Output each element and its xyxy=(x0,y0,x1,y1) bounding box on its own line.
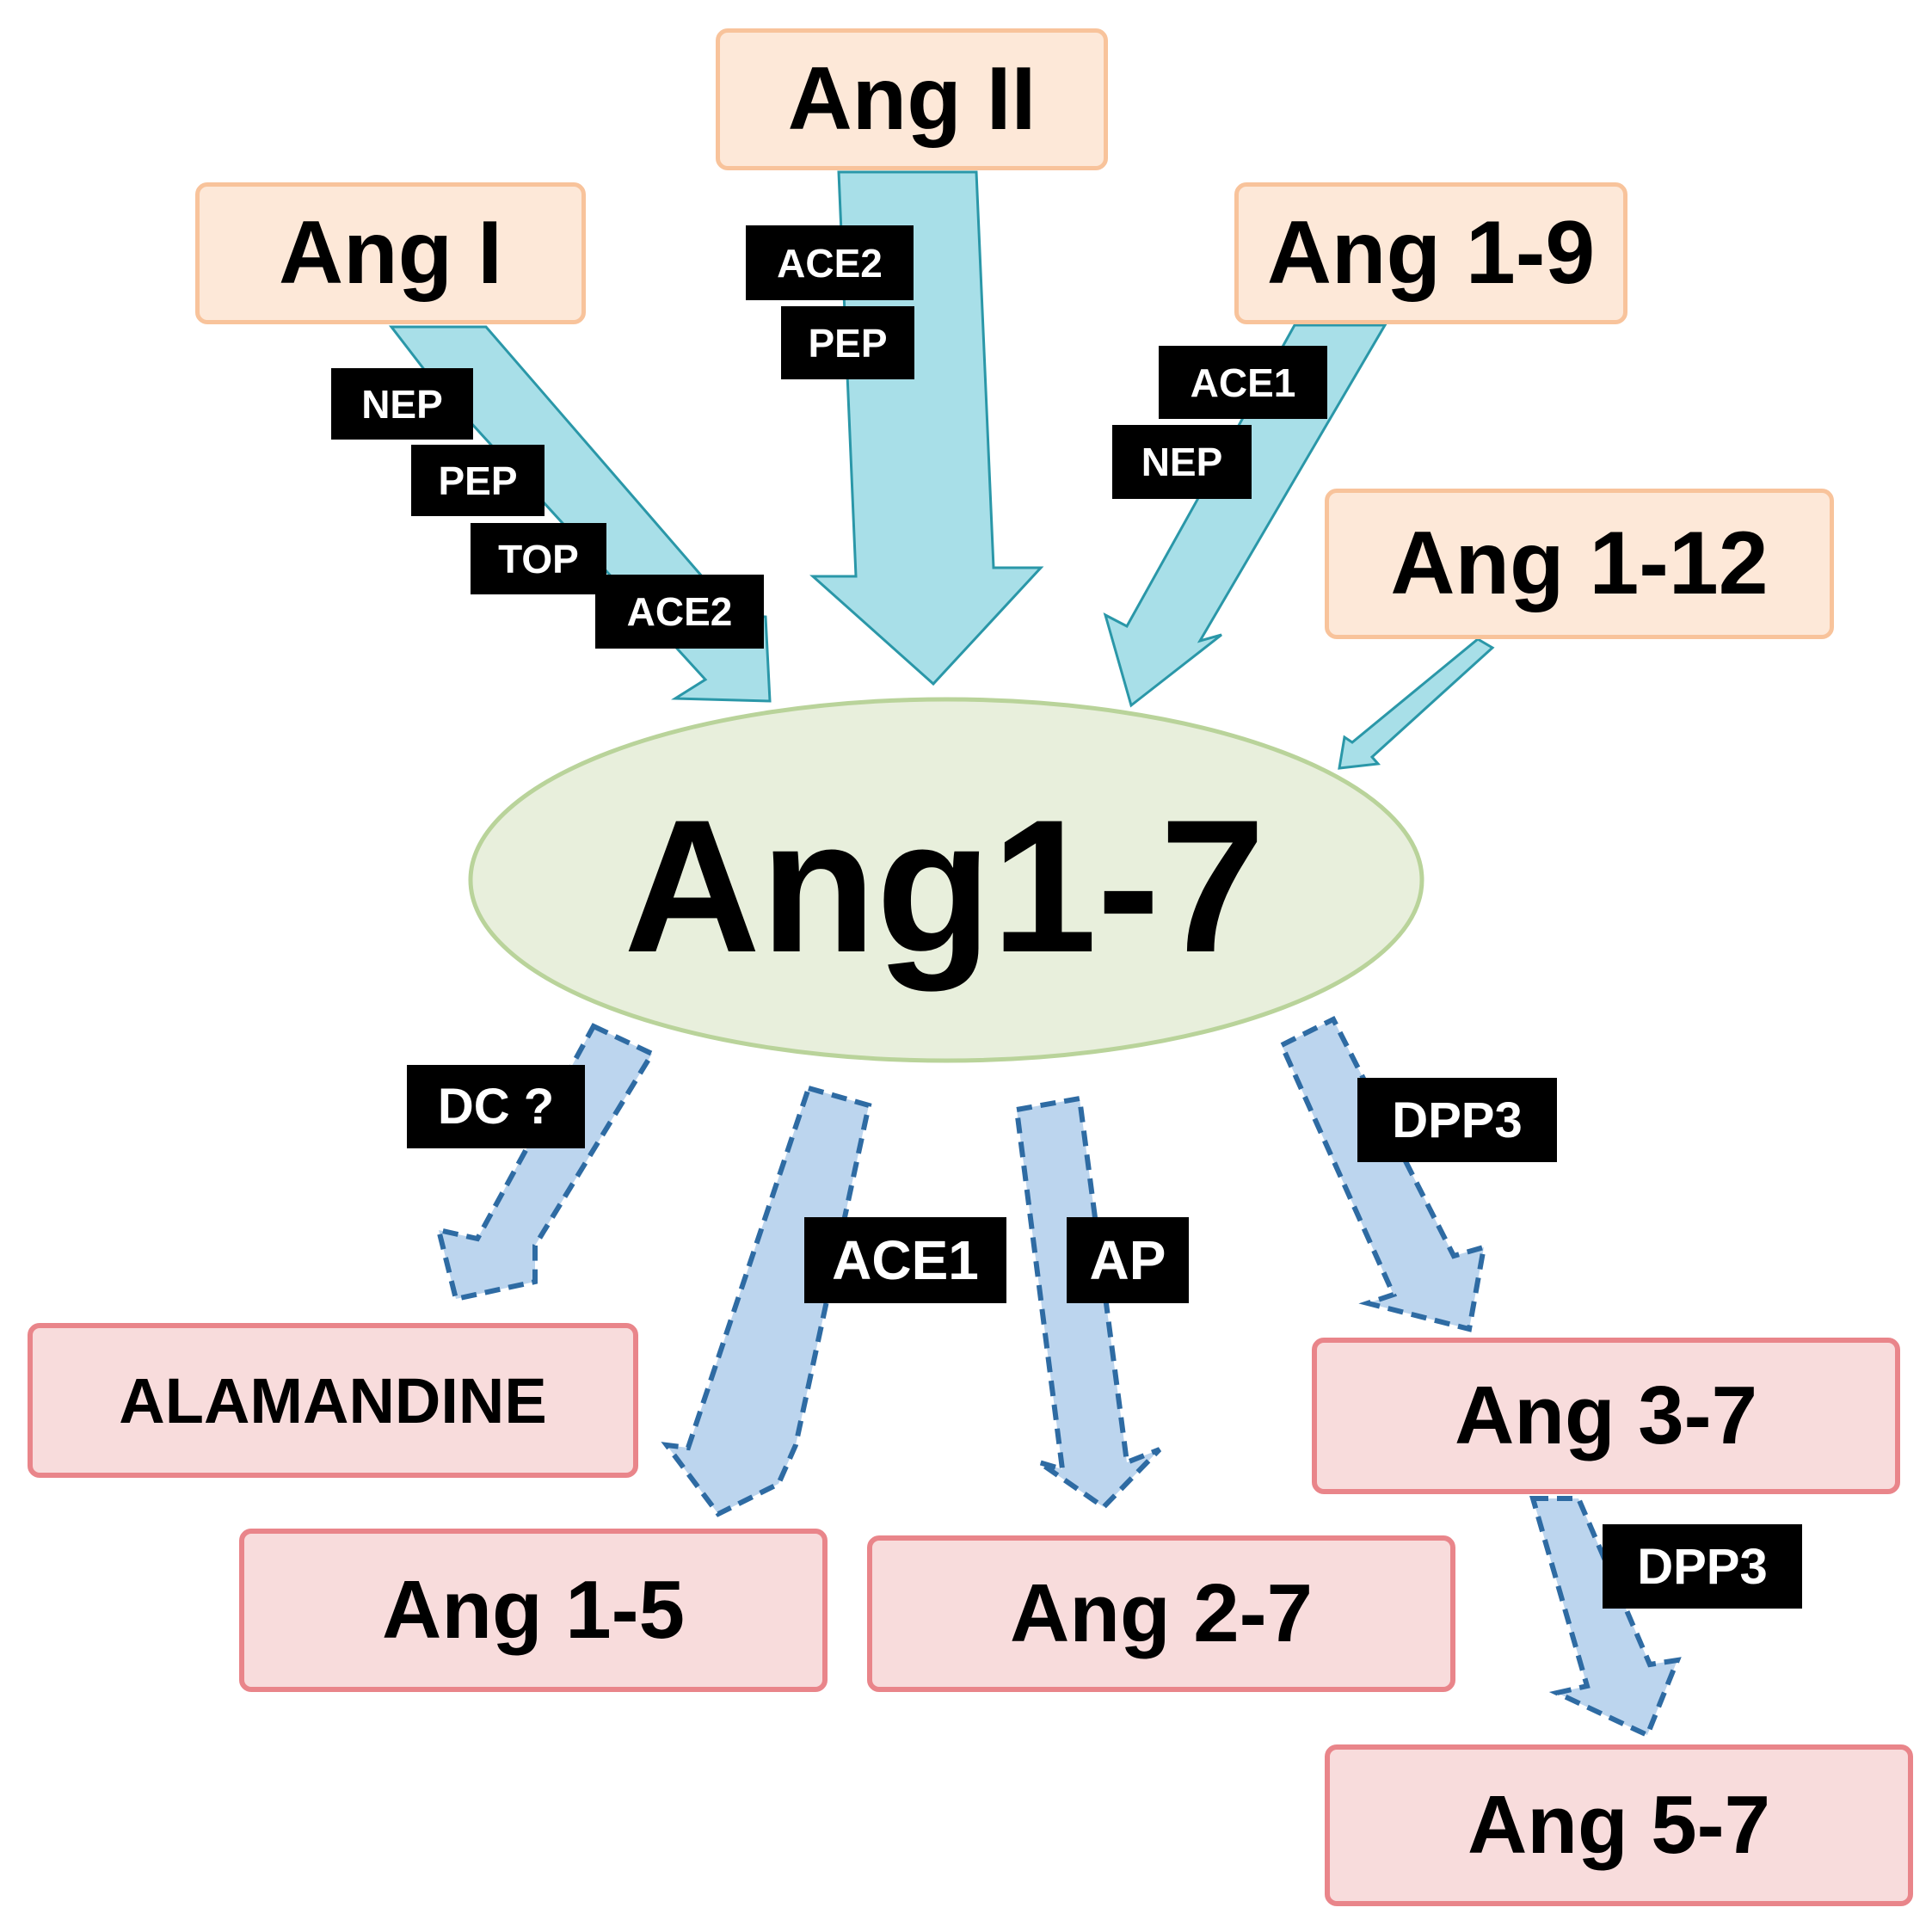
enzyme-tag-nep: NEP xyxy=(331,368,473,440)
enzyme-tag-ace2: ACE2 xyxy=(595,575,764,649)
enzyme-tag-ace2: ACE2 xyxy=(746,225,914,300)
arrow-ang-1-12-to-ang1-7 xyxy=(1338,637,1495,770)
arrow-to-alamandine xyxy=(434,1023,656,1302)
enzyme-tag-ace1: ACE1 xyxy=(1159,346,1327,419)
ang1-7-ellipse xyxy=(468,697,1424,1063)
ang-2-7-box: Ang 2-7 xyxy=(867,1535,1455,1692)
enzyme-tag-top: TOP xyxy=(471,523,606,594)
arrow-ang-1-9-to-ang1-7 xyxy=(1103,323,1387,708)
arrow-to-ang-1-5 xyxy=(661,1085,872,1517)
arrow-to-ang-3-7 xyxy=(1278,1015,1487,1332)
ang-1-9-box: Ang 1-9 xyxy=(1234,182,1627,324)
enzyme-tag-dpp3: DPP3 xyxy=(1357,1078,1557,1162)
ang-3-7-box: Ang 3-7 xyxy=(1312,1338,1900,1494)
ang-ii-box: Ang II xyxy=(716,28,1108,170)
ang-1-5-box: Ang 1-5 xyxy=(239,1529,828,1692)
enzyme-tag-dc: DC ? xyxy=(407,1065,585,1148)
alamandine-box: ALAMANDINE xyxy=(28,1323,638,1478)
enzyme-tag-ap: AP xyxy=(1067,1217,1189,1303)
ang-i-box: Ang I xyxy=(195,182,586,324)
enzyme-tag-pep: PEP xyxy=(411,445,545,516)
enzyme-tag-dpp3: DPP3 xyxy=(1603,1524,1802,1609)
ang-5-7-box: Ang 5-7 xyxy=(1325,1744,1913,1906)
enzyme-tag-pep: PEP xyxy=(781,306,914,379)
ang1-7-label: Ang1-7 xyxy=(624,779,1265,992)
arrow-to-ang-5-7 xyxy=(1529,1496,1682,1739)
ang-1-12-box: Ang 1-12 xyxy=(1325,489,1834,639)
enzyme-tag-ace1: ACE1 xyxy=(804,1217,1006,1303)
enzyme-tag-nep: NEP xyxy=(1112,425,1252,499)
